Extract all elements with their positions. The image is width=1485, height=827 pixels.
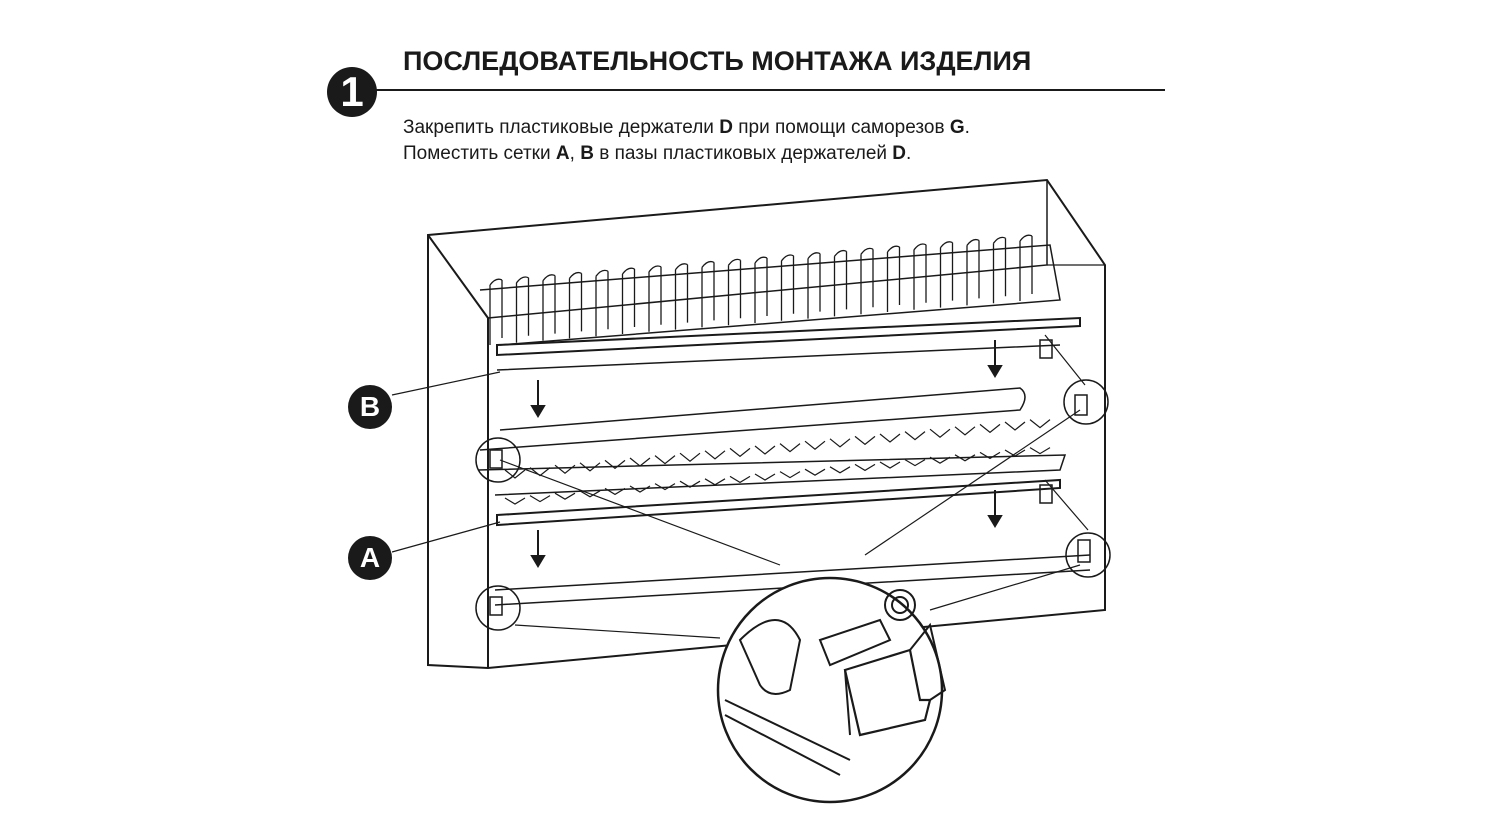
instruction-line-2: Поместить сетки A, B в пазы пластиковых … bbox=[403, 143, 912, 164]
mounting-arrows bbox=[530, 340, 1003, 568]
title-divider bbox=[370, 89, 1165, 91]
rack-b-upper bbox=[479, 234, 1081, 371]
leader-lines bbox=[391, 371, 1081, 639]
rack-a-label: A bbox=[348, 536, 392, 580]
rack-a-lower bbox=[477, 387, 1067, 527]
cabinet-outline bbox=[427, 178, 1106, 670]
holders-d bbox=[475, 334, 1111, 631]
step-number-badge: 1 bbox=[327, 67, 377, 117]
step-title: ПОСЛЕДОВАТЕЛЬНОСТЬ МОНТАЖА ИЗДЕЛИЯ bbox=[403, 46, 1032, 76]
detail-magnifier bbox=[716, 576, 947, 804]
instruction-line-1: Закрепить пластиковые держатели D при по… bbox=[403, 117, 970, 138]
rack-b-label: B bbox=[348, 385, 392, 429]
